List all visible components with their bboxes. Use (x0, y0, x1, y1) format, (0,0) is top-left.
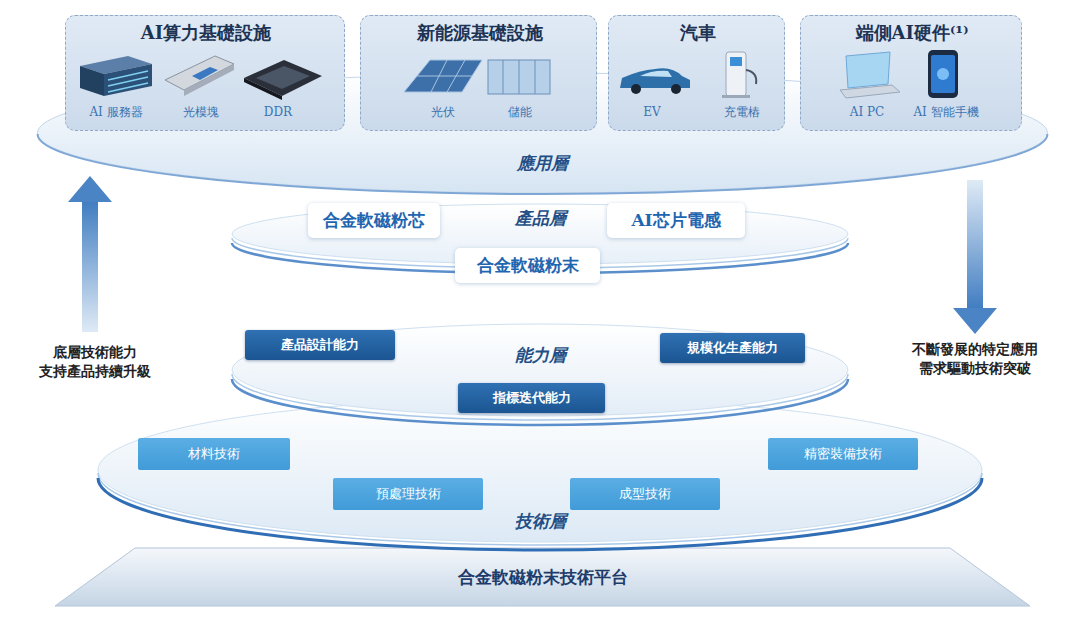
side-note: 底層技術能力 支持產品持續升級 (33, 343, 157, 381)
box-label: AI芯片電感 (631, 210, 720, 230)
category-box: 新能源基礎設施光伏儲能 (360, 15, 597, 131)
box-label: 合金軟磁粉末 (477, 255, 579, 275)
layer-title: 應用層 (35, 153, 1050, 173)
down-arrow (953, 308, 997, 334)
box-label: 材料技術 (188, 446, 240, 462)
product-box: 合金軟磁粉末 (455, 248, 600, 283)
box-label: 成型技術 (619, 486, 671, 502)
capability-box: 規模化生產能力 (660, 333, 805, 363)
technology-box: 預處理技術 (333, 478, 483, 510)
category-title: AI算力基礎設施 (66, 22, 346, 44)
category-box: AI算力基礎設施 AI 服務器光模塊DDR (65, 15, 345, 131)
box-label: 規模化生產能力 (687, 340, 778, 356)
side-note: 不斷發展的特定應用 需求驅動技術突破 (905, 340, 1045, 378)
up-arrow (68, 176, 112, 202)
box-label: 合金軟磁粉末技術平台 (458, 567, 628, 587)
technology-box: 材料技術 (138, 438, 290, 470)
item-caption: 光模塊 (161, 105, 241, 119)
item-caption: EV (617, 105, 687, 119)
product-box: 合金軟磁粉芯 (308, 203, 440, 238)
category-title: 汽車 (609, 22, 786, 44)
product-box: AI芯片電感 (607, 203, 745, 238)
box-label: 指標迭代能力 (493, 390, 571, 406)
platform-base: 合金軟磁粉末技術平台 (55, 548, 1030, 606)
item-caption: 充電樁 (707, 105, 777, 119)
item-caption: 儲能 (485, 105, 555, 119)
layer-ellipse (232, 324, 848, 416)
product-layer-band: 產品層合金軟磁粉芯AI芯片電感合金軟磁粉末 (225, 192, 855, 292)
item-caption: DDR (238, 105, 318, 119)
down-arrow (953, 180, 997, 334)
box-label: 預處理技術 (376, 486, 441, 502)
technology-box: 精密裝備技術 (768, 438, 918, 470)
layer-rim (98, 473, 982, 545)
item-caption: AI PC (827, 105, 907, 119)
category-box: 端側AI硬件⁽¹⁾ AI PCAI 智能手機 (800, 15, 1022, 131)
item-caption: AI 智能手機 (901, 105, 991, 119)
category-title: 端側AI硬件⁽¹⁾ (801, 22, 1023, 44)
platform-trapezoid (55, 548, 1030, 606)
capability-layer-band: 能力層產品設計能力規模化生產能力指標迭代能力 (225, 318, 855, 433)
box-label: 精密裝備技術 (804, 446, 882, 462)
capability-box: 指標迭代能力 (458, 383, 605, 413)
box-label: 產品設計能力 (281, 337, 359, 353)
box-label: 合金軟磁粉芯 (323, 210, 425, 230)
capability-box: 產品設計能力 (245, 330, 395, 360)
up-arrow (68, 176, 112, 332)
down-arrow (967, 180, 983, 310)
item-caption: 光伏 (408, 105, 478, 119)
technology-box: 成型技術 (570, 478, 720, 510)
layer-title: 技術層 (95, 511, 985, 531)
category-title: 新能源基礎設施 (361, 22, 598, 44)
application-layer-band: 應用層AI算力基礎設施AI 服務器光模塊DDR新能源基礎設施光伏儲能汽車EV充電… (35, 5, 1050, 197)
category-box: 汽車 EV 充電樁 (608, 15, 785, 131)
up-arrow (82, 200, 98, 332)
item-caption: AI 服務器 (76, 105, 156, 119)
